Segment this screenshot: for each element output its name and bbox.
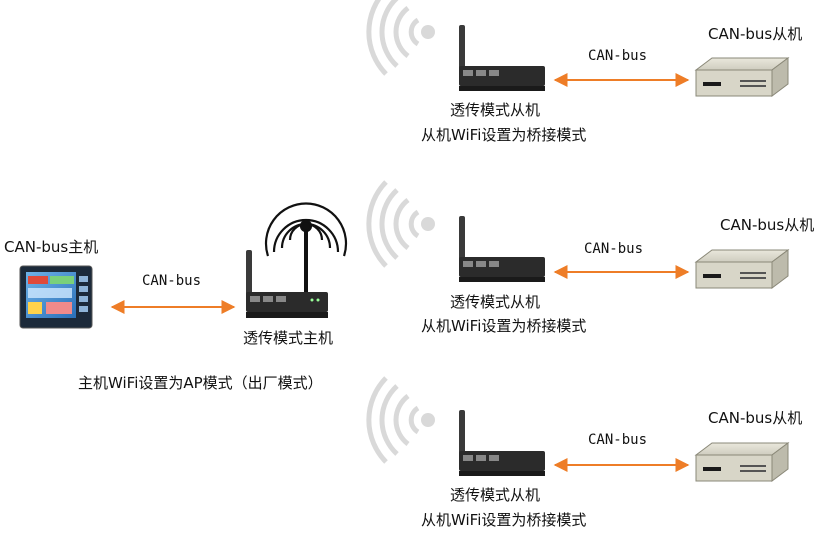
- slave-router-icon: [459, 410, 545, 476]
- hmi-label: CAN-bus主机: [4, 238, 99, 256]
- master-link-label: CAN-bus: [142, 273, 202, 289]
- slave-wifi-note: 从机WiFi设置为桥接模式: [421, 511, 587, 529]
- slave-device-label: 透传模式从机: [450, 101, 541, 119]
- hmi-touchscreen-icon: [19, 265, 93, 329]
- slave-endpoint-label: CAN-bus从机: [708, 25, 803, 43]
- slave-endpoint-label: CAN-bus从机: [708, 409, 803, 427]
- slave-waves-icon: [366, 180, 420, 268]
- slave-endpoint-box-icon: [694, 57, 790, 97]
- slave-endpoint-box-icon: [694, 442, 790, 482]
- master-router-icon: [246, 250, 328, 318]
- slave-wifi-note: 从机WiFi设置为桥接模式: [421, 126, 587, 144]
- slave-waves-icon: [366, 0, 420, 76]
- slave-waves-icon: [366, 376, 420, 464]
- slave-device-label: 透传模式从机: [450, 293, 541, 311]
- slave-wifi-note: 从机WiFi设置为桥接模式: [421, 317, 587, 335]
- master-wifi-note: 主机WiFi设置为AP模式（出厂模式）: [78, 374, 323, 392]
- slave-link-label: CAN-bus: [588, 432, 648, 448]
- slave-device-label: 透传模式从机: [450, 486, 541, 504]
- slave-endpoint-box-icon: [694, 249, 790, 289]
- slave-router-icon: [459, 25, 545, 91]
- slave-link-label: CAN-bus: [588, 48, 648, 64]
- slave-router-icon: [459, 216, 545, 282]
- slave-endpoint-label: CAN-bus从机: [720, 216, 815, 234]
- slave-link-label: CAN-bus: [584, 241, 644, 257]
- master-device-label: 透传模式主机: [243, 329, 334, 347]
- master-signal-waves-icon: [264, 202, 348, 292]
